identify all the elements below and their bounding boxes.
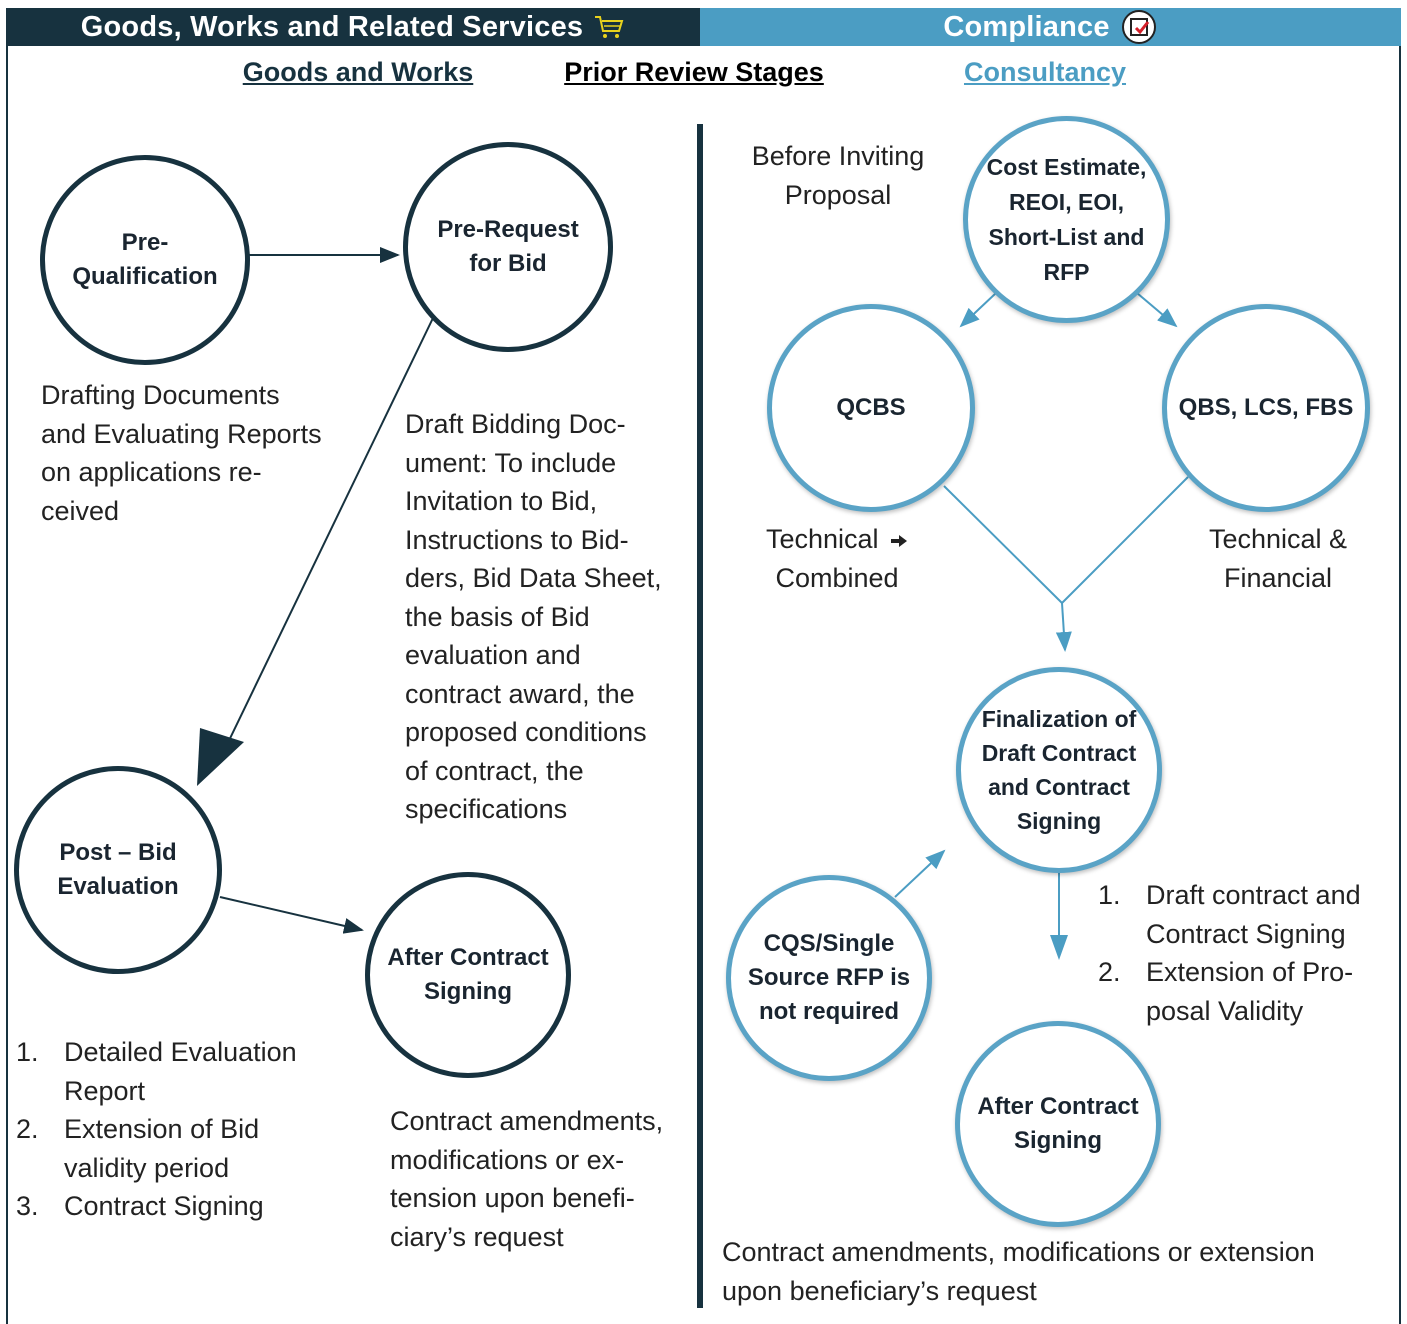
right-arrow-icon	[891, 534, 908, 547]
finalization-stage: Finalization of Draft Contract and Contr…	[956, 667, 1162, 873]
after-contract-stage-consultancy: After Contract Signing	[955, 1021, 1161, 1227]
arrow-merge-to-finalization	[1055, 602, 1072, 652]
qbs-lcs-fbs-stage: QBS, LCS, FBS	[1162, 304, 1370, 512]
cqs-single-source-label: CQS/Single Source RFP is not required	[747, 930, 911, 1025]
compliance-badge-icon	[1120, 8, 1158, 46]
postbid-list-item-3: 3.Contract Signing	[16, 1191, 264, 1221]
compliance-header: Compliance	[700, 8, 1401, 46]
postbid-list: 1.Detailed Evaluation Report 2.Extension…	[16, 1033, 346, 1226]
postbid-list-item-1: 1.Detailed Evaluation Report	[16, 1037, 297, 1106]
nav-consultancy[interactable]: Consultancy	[963, 57, 1127, 87]
prequal-note: Drafting Documents and Evaluating Report…	[41, 380, 322, 526]
post-bid-evaluation-label: Post – Bid Evaluation	[57, 839, 179, 900]
finalization-list: 1.Draft contract and Contract Signing 2.…	[1098, 876, 1398, 1030]
after-contract-label-consultancy: After Contract Signing	[977, 1093, 1139, 1154]
post-bid-evaluation-stage: Post – Bid Evaluation	[14, 766, 222, 974]
technical-combined-line1: Technical	[765, 524, 879, 554]
arrow-head-finalization-down	[1050, 935, 1068, 960]
pre-qualification-stage: Pre- Qualification	[40, 155, 250, 365]
nav-goods-and-works[interactable]: Goods and Works	[242, 57, 474, 87]
arrow-prerequest-to-postbid	[221, 317, 434, 756]
after-contract-stage-goods: After Contract Signing	[365, 872, 571, 1078]
goods-works-header: Goods, Works and Related Services	[6, 8, 700, 46]
arrow-cost-to-qcbs	[959, 292, 997, 328]
compliance-header-title: Compliance	[943, 10, 1110, 43]
postbid-list-item-2: 2.Extension of Bid validity period	[16, 1114, 260, 1183]
shopping-cart-icon	[593, 14, 625, 40]
qbs-lcs-fbs-label: QBS, LCS, FBS	[1178, 394, 1354, 421]
pre-request-label: Pre-Request for Bid	[437, 216, 579, 277]
section-divider	[697, 124, 703, 1308]
cost-estimate-label: Cost Estimate, REOI, EOI, Short-List and…	[986, 153, 1147, 285]
nav-prior-review-stages[interactable]: Prior Review Stages	[564, 57, 824, 87]
goods-works-header-title: Goods, Works and Related Services	[80, 10, 584, 43]
after-contract-note-goods: Contract amendments, modifications or ex…	[390, 1106, 664, 1252]
cost-estimate-stage: Cost Estimate, REOI, EOI, Short-List and…	[963, 116, 1170, 323]
qcbs-label: QCBS	[836, 394, 906, 421]
prerequest-note: Draft Bidding Doc- ument: To include Inv…	[405, 409, 662, 824]
technical-financial-note: Technical & Financial	[1208, 524, 1348, 593]
line-qcbs-to-merge	[943, 485, 1063, 604]
after-contract-note-consultancy: Contract amendments, modifications or ex…	[722, 1237, 1315, 1306]
technical-combined-note: Technical Combined	[742, 520, 932, 597]
pre-qualification-label: Pre- Qualification	[72, 229, 218, 290]
arrow-cost-to-qbs	[1136, 292, 1178, 328]
after-contract-label-goods: After Contract Signing	[387, 944, 549, 1005]
line-qbs-to-merge	[1061, 476, 1189, 604]
content-frame	[6, 8, 1401, 1324]
arrow-cqs-to-finalization	[894, 849, 946, 898]
cqs-single-source-stage: CQS/Single Source RFP is not required	[726, 875, 932, 1081]
pre-request-stage: Pre-Request for Bid	[403, 142, 613, 352]
qcbs-stage: QCBS	[767, 304, 975, 512]
finalization-label: Finalization of Draft Contract and Contr…	[981, 706, 1137, 834]
technical-combined-line2: Combined	[775, 562, 899, 593]
finalization-list-item-2: 2.Extension of Pro- posal Validity	[1098, 957, 1354, 1026]
before-inviting-note: Before Inviting Proposal	[751, 141, 925, 210]
finalization-list-item-1: 1.Draft contract and Contract Signing	[1098, 880, 1361, 949]
arrow-postbid-to-after	[219, 896, 364, 934]
arrow-head-postbid	[197, 728, 244, 786]
